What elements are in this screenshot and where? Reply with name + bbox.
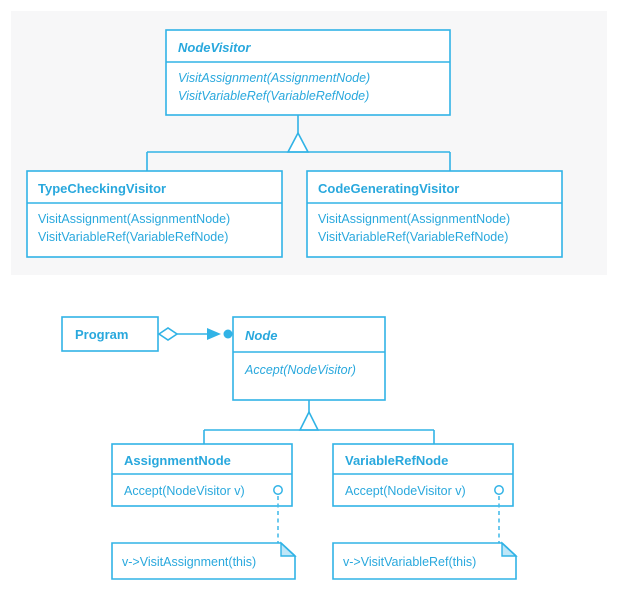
operation-variablerefnode-0: Accept(NodeVisitor v) — [345, 484, 466, 498]
class-box-nodevisitor[interactable]: NodeVisitor VisitAssignment(AssignmentNo… — [165, 29, 451, 116]
class-name-program: Program — [75, 327, 128, 342]
class-name-assignmentnode: AssignmentNode — [124, 453, 231, 468]
class-box-program[interactable]: Program — [61, 316, 159, 352]
operation-nodevisitor-0: VisitAssignment(AssignmentNode) — [178, 71, 370, 85]
filled-dot-icon — [223, 329, 233, 339]
class-name-node: Node — [245, 328, 278, 343]
class-name-typecheckingvisitor: TypeCheckingVisitor — [38, 181, 166, 196]
class-name-codegeneratingvisitor: CodeGeneratingVisitor — [318, 181, 459, 196]
operation-node-0: Accept(NodeVisitor) — [244, 363, 356, 377]
operation-typecheckingvisitor-0: VisitAssignment(AssignmentNode) — [38, 212, 230, 226]
operation-nodevisitor-1: VisitVariableRef(VariableRefNode) — [178, 89, 369, 103]
class-name-variablerefnode: VariableRefNode — [345, 453, 448, 468]
node-generalization-links — [203, 400, 435, 444]
class-box-assignmentnode[interactable]: AssignmentNode Accept(NodeVisitor v) — [111, 443, 293, 507]
hollow-diamond-icon — [157, 327, 179, 341]
note-text-assignmentnode: v->VisitAssignment(this) — [122, 555, 256, 569]
visitor-generalization-links — [146, 115, 451, 171]
class-name-nodevisitor: NodeVisitor — [178, 40, 251, 55]
class-box-variablerefnode[interactable]: VariableRefNode Accept(NodeVisitor v) — [332, 443, 514, 507]
note-assignmentnode[interactable]: v->VisitAssignment(this) — [111, 541, 297, 580]
aggregation-link-program-node — [157, 327, 233, 341]
operation-codegeneratingvisitor-0: VisitAssignment(AssignmentNode) — [318, 212, 510, 226]
operation-assignmentnode-0: Accept(NodeVisitor v) — [124, 484, 245, 498]
operation-typecheckingvisitor-1: VisitVariableRef(VariableRefNode) — [38, 230, 228, 244]
note-anchor-circle-icon — [273, 485, 283, 495]
class-box-typecheckingvisitor[interactable]: TypeCheckingVisitor VisitAssignment(Assi… — [26, 170, 283, 258]
note-variablerefnode[interactable]: v->VisitVariableRef(this) — [332, 541, 518, 580]
note-text-variablerefnode: v->VisitVariableRef(this) — [343, 555, 476, 569]
class-box-node[interactable]: Node Accept(NodeVisitor) — [232, 316, 386, 401]
note-anchor-circle-icon — [494, 485, 504, 495]
operation-codegeneratingvisitor-1: VisitVariableRef(VariableRefNode) — [318, 230, 508, 244]
class-box-codegeneratingvisitor[interactable]: CodeGeneratingVisitor VisitAssignment(As… — [306, 170, 563, 258]
arrowhead-icon — [207, 328, 221, 340]
